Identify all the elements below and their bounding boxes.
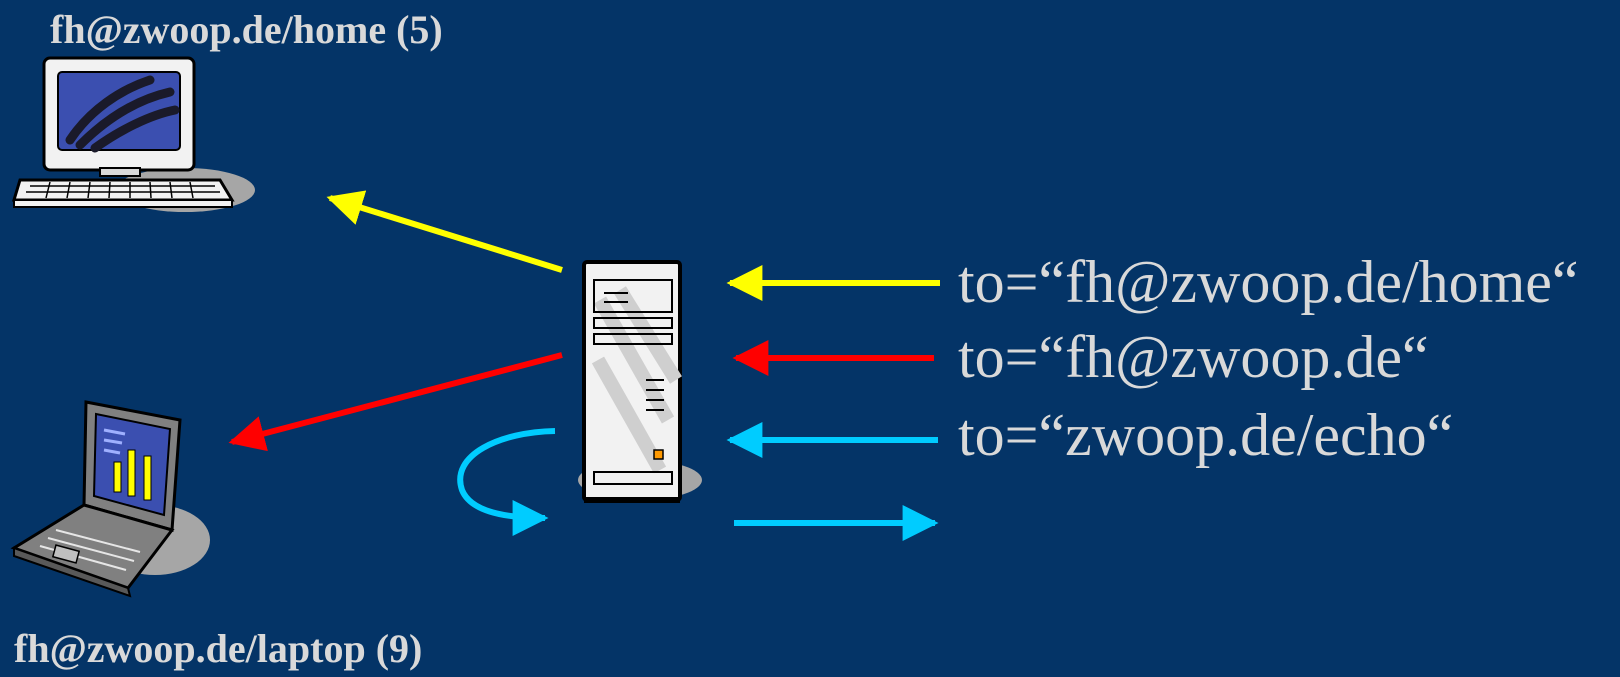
laptop-node-label: fh@zwoop.de/laptop (9) (14, 626, 423, 671)
message-label-echo: to=“zwoop.de/echo“ (958, 402, 1454, 468)
arrow-bare-outbound (228, 352, 563, 452)
arrow-echo-loop (457, 428, 556, 536)
message-label-home: to=“fh@zwoop.de/home“ (958, 249, 1579, 315)
server-tower-icon (578, 260, 702, 503)
laptop-computer-icon (10, 400, 210, 598)
message-label-bare: to=“fh@zwoop.de“ (958, 324, 1429, 390)
arrow-home-outbound (326, 190, 563, 273)
desktop-computer-icon (11, 56, 255, 212)
home-node-label: fh@zwoop.de/home (5) (50, 7, 443, 52)
